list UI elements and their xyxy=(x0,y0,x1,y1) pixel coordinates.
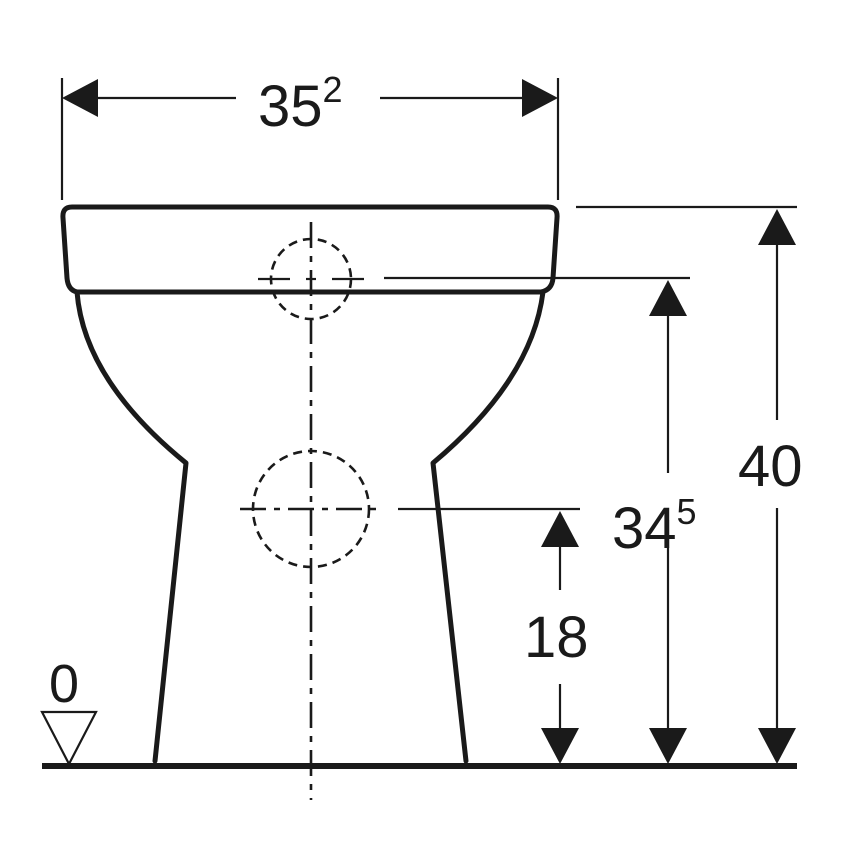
arrow-up-icon xyxy=(758,209,796,245)
total-height-dimension: 40 xyxy=(738,209,803,764)
arrow-down-icon xyxy=(758,728,796,764)
width-label: 352 xyxy=(258,69,343,139)
outlet-height-dimension: 18 xyxy=(524,511,589,764)
bowl-right-contour xyxy=(430,289,546,764)
floor-level-label: 0 xyxy=(49,654,79,714)
arrow-up-icon xyxy=(649,280,687,316)
arrow-left-icon xyxy=(62,79,98,117)
arrow-down-icon xyxy=(649,728,687,764)
arrow-right-icon xyxy=(522,79,558,117)
outlet-height-label: 18 xyxy=(524,605,589,670)
outlet-connection xyxy=(240,449,382,569)
inlet-height-dimension: 345 xyxy=(612,280,697,764)
arrow-down-icon xyxy=(541,728,579,764)
bowl-left-contour xyxy=(74,289,189,764)
inlet-connection xyxy=(258,237,364,321)
inlet-height-label: 345 xyxy=(612,491,697,561)
floor-level-triangle-icon xyxy=(40,710,98,767)
arrow-up-icon xyxy=(541,511,579,547)
floor-reference: 0 xyxy=(40,654,98,767)
width-dimension: 352 xyxy=(60,69,560,200)
total-height-label: 40 xyxy=(738,434,803,499)
